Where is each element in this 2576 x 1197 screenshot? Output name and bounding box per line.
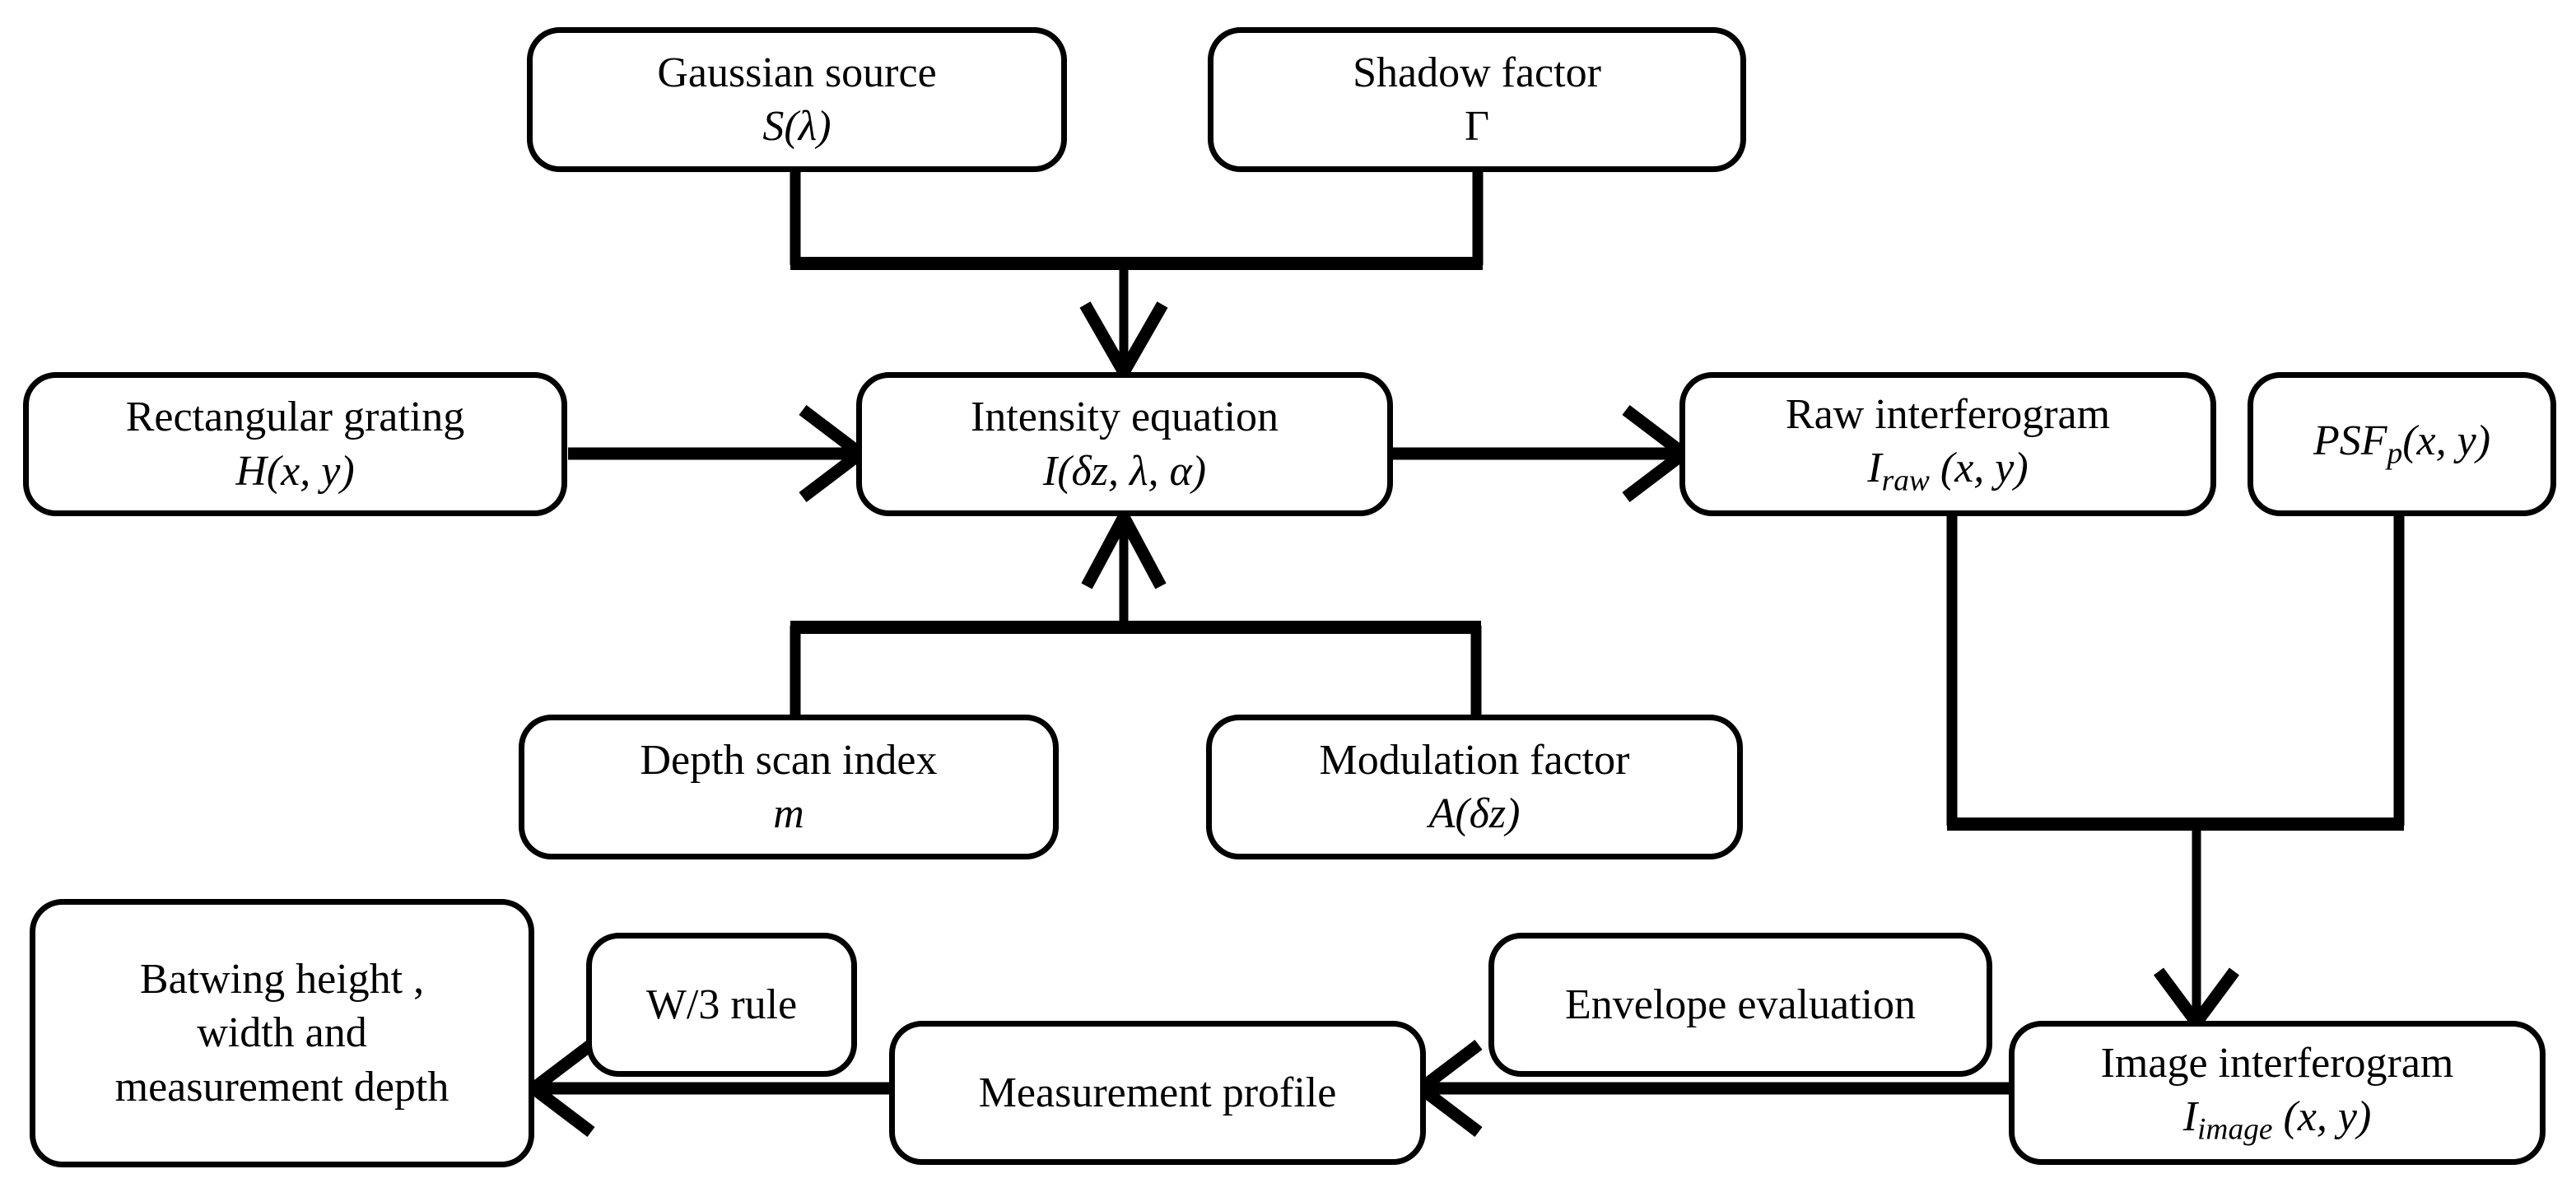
w3-rule-label: W/3 rule [645,980,798,1028]
node-shadow-factor[interactable]: Shadow factor Γ [1208,27,1746,172]
node-modulation-factor[interactable]: Modulation factor A(δz) [1206,715,1743,859]
modulation-factor-label: Modulation factor [1319,736,1630,784]
image-interferogram-label: Image interferogram [2100,1039,2454,1087]
edge-intensity-equation-to-raw-interferogram [1393,405,1694,502]
envelope-evaluation-label: Envelope evaluation [1565,980,1916,1028]
node-envelope-evaluation[interactable]: Envelope evaluation [1488,933,1992,1077]
node-batwing-output[interactable]: Batwing height , width and measurement d… [30,899,534,1167]
node-w3-rule[interactable]: W/3 rule [586,933,857,1077]
modulation-factor-formula: A(δz) [1428,790,1521,837]
node-psf-p[interactable]: PSFp(x, y) [2248,372,2556,516]
node-rectangular-grating[interactable]: Rectangular grating H(x, y) [23,372,567,516]
node-gaussian-source[interactable]: Gaussian source S(λ) [527,27,1067,172]
depth-scan-index-label: Depth scan index [640,736,938,784]
rectangular-grating-label: Rectangular grating [125,394,465,441]
arrow-bottom-merge-to-intensity-equation [1081,504,1167,627]
measurement-profile-label: Measurement profile [978,1069,1337,1116]
shadow-factor-label: Shadow factor [1353,49,1601,96]
intensity-equation-label: Intensity equation [970,394,1279,441]
raw-interferogram-label: Raw interferogram [1785,390,2111,438]
node-depth-scan-index[interactable]: Depth scan index m [519,715,1059,859]
rectangular-grating-formula: H(x, y) [235,447,355,495]
node-raw-interferogram[interactable]: Raw interferogram Iraw (x, y) [1679,372,2216,516]
batwing-output-line3: measurement depth [114,1063,450,1111]
batwing-output-line1: Batwing height , [139,955,425,1003]
gaussian-source-formula: S(λ) [762,103,831,150]
arrow-top-merge-to-intensity-equation [1079,263,1168,385]
edge-rectangular-grating-to-intensity-equation [568,405,871,502]
depth-scan-index-formula: m [773,790,804,837]
gaussian-source-label: Gaussian source [657,49,937,96]
node-image-interferogram[interactable]: Image interferogram Iimage (x, y) [2009,1021,2546,1165]
raw-interferogram-formula: Iraw (x, y) [1867,444,2029,498]
intensity-equation-formula: I(δz, λ, α) [1042,447,1207,495]
shadow-factor-formula: Γ [1464,103,1490,150]
node-measurement-profile[interactable]: Measurement profile [889,1021,1426,1165]
batwing-output-line2: width and [197,1009,367,1057]
psf-p-formula: PSFp(x, y) [2313,417,2491,471]
arrow-right-merge-to-image-interferogram [2153,824,2240,1033]
image-interferogram-formula: Iimage (x, y) [2182,1092,2372,1147]
node-intensity-equation[interactable]: Intensity equation I(δz, λ, α) [856,372,1393,516]
